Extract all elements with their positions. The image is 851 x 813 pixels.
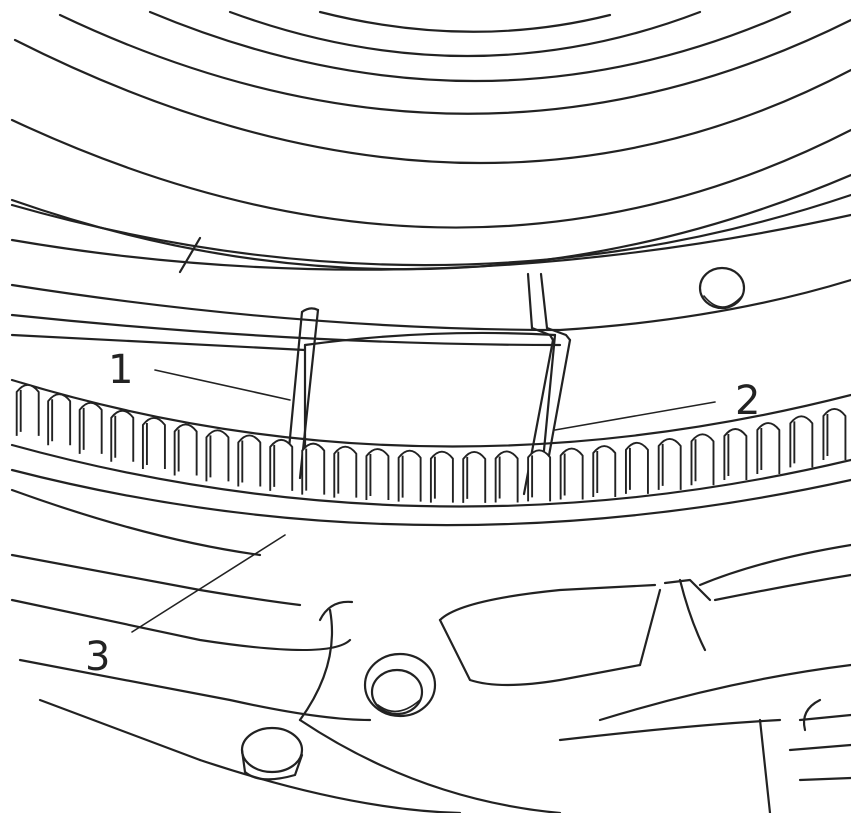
bolt-hole-upper (698, 266, 746, 310)
gear-tooth (397, 449, 422, 502)
gear-tooth (205, 429, 230, 482)
gear-tooth (15, 383, 40, 436)
locating-dowel (240, 726, 304, 781)
gear-tooth (365, 448, 390, 501)
gear-tooth (494, 450, 519, 503)
gear-tooth (462, 450, 487, 503)
callout-1-leader (154, 369, 291, 401)
gear-tooth (429, 450, 454, 503)
gear-tooth (756, 422, 781, 475)
gear-tooth (527, 449, 552, 502)
gear-tooth (822, 408, 847, 460)
callout-2: 2 (554, 378, 760, 431)
gear-tooth (624, 441, 649, 494)
callout-1: 1 (108, 347, 291, 401)
gear-tooth (690, 433, 715, 486)
callout-1-label: 1 (108, 347, 133, 393)
gear-tooth (110, 409, 135, 462)
gear-tooth (269, 438, 294, 491)
gear-tooth (592, 445, 617, 498)
gear-tooth (333, 445, 358, 498)
gear-tooth (173, 423, 198, 476)
gear-tooth (789, 415, 814, 468)
callout-3-leader (131, 534, 286, 633)
ring-gear-teeth (15, 383, 847, 503)
gear-tooth (47, 393, 72, 446)
ring-band (10, 193, 851, 352)
gear-tooth (559, 447, 584, 500)
ring-gear-edges (10, 378, 851, 527)
callout-2-leader (554, 401, 716, 431)
gear-tooth (723, 428, 748, 481)
gear-tooth (141, 417, 166, 469)
gear-tooth (657, 437, 682, 490)
gear-tooth (237, 434, 262, 487)
callout-3: 3 (85, 534, 286, 680)
callout-3-label: 3 (85, 634, 110, 680)
gear-tooth (78, 401, 103, 454)
housing (10, 488, 851, 813)
gear-tooth (301, 442, 326, 495)
callout-2-label: 2 (735, 378, 760, 424)
bolt-hole-lower (363, 652, 437, 718)
